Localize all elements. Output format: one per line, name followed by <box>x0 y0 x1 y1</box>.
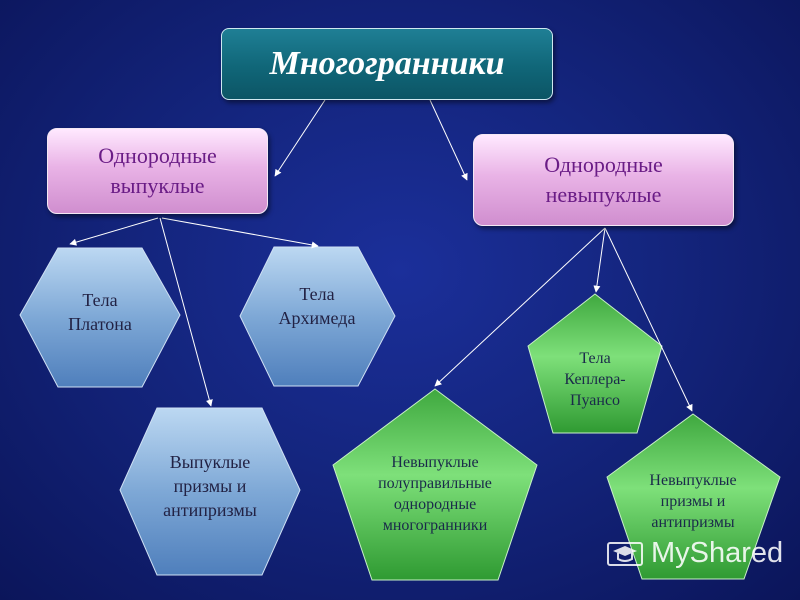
mortarboard-icon <box>607 541 643 566</box>
arrow-nonconvex-to-prisms <box>604 227 693 412</box>
arrow-convex-to-prisms <box>159 217 213 407</box>
platonic-label: Тела Платона <box>40 288 160 336</box>
kepler-line-3: Пуансо <box>569 392 621 409</box>
nonconvex-uniform-label: Невыпуклые полуправильные однородные мно… <box>345 452 525 536</box>
archimedean-label: Тела Архимеда <box>257 282 377 330</box>
convex-prisms-label: Выпуклые призмы и антипризмы <box>140 450 280 522</box>
convex-prisms-line-3: антипризмы <box>163 500 257 520</box>
nonconvex-prisms-line-3: антипризмы <box>651 514 735 531</box>
platonic-line-2: Платона <box>68 314 132 334</box>
arrow-nonconvex-to-uniform <box>434 227 606 387</box>
category-uniform-convex: Однородные выпуклые <box>47 128 268 214</box>
root-node-polyhedra: Многогранники <box>221 28 553 100</box>
nonconvex-uniform-line-1: Невыпуклые <box>391 454 479 471</box>
nonconvex-prisms-line-2: призмы и <box>660 493 726 510</box>
arrow-nonconvex-to-kepler <box>593 227 606 293</box>
category-convex-line-1: Однородные <box>98 143 217 168</box>
nonconvex-prisms-line-1: Невыпуклые <box>649 472 737 489</box>
hexagon-platonic <box>19 247 181 388</box>
root-label: Многогранники <box>269 45 505 82</box>
watermark: MyShared <box>607 537 783 570</box>
arrow-root-to-nonconvex <box>429 99 468 181</box>
category-uniform-nonconvex: Однородные невыпуклые <box>473 134 734 226</box>
platonic-line-1: Тела <box>82 290 118 310</box>
category-nonconvex-line-2: невыпуклые <box>545 182 662 207</box>
nonconvex-prisms-label: Невыпуклые призмы и антипризмы <box>628 470 758 533</box>
kepler-line-2: Кеплера- <box>564 371 626 388</box>
watermark-text: MyShared <box>651 537 784 569</box>
pentagon-nonconvex-prisms <box>606 413 781 580</box>
pentagon-kepler-poinsot <box>527 293 663 434</box>
arrow-root-to-convex <box>274 99 326 177</box>
hexagon-archimedean <box>239 246 396 387</box>
archimedean-line-2: Архимеда <box>278 308 356 328</box>
arrow-convex-to-archimedean <box>161 217 319 249</box>
archimedean-line-1: Тела <box>299 284 335 304</box>
kepler-line-1: Тела <box>579 350 611 367</box>
convex-prisms-line-2: призмы и <box>173 476 247 496</box>
kepler-poinsot-label: Тела Кеплера- Пуансо <box>540 348 650 411</box>
nonconvex-uniform-line-3: однородные <box>393 496 477 513</box>
category-convex-line-2: выпуклые <box>110 173 205 198</box>
hexagon-convex-prisms <box>119 407 301 576</box>
convex-prisms-line-1: Выпуклые <box>169 452 251 472</box>
category-nonconvex-line-1: Однородные <box>544 152 663 177</box>
pentagon-nonconvex-uniform <box>332 388 538 581</box>
nonconvex-uniform-line-4: многогранники <box>382 517 488 534</box>
arrow-convex-to-platonic <box>69 217 159 246</box>
nonconvex-uniform-line-2: полуправильные <box>378 475 492 492</box>
